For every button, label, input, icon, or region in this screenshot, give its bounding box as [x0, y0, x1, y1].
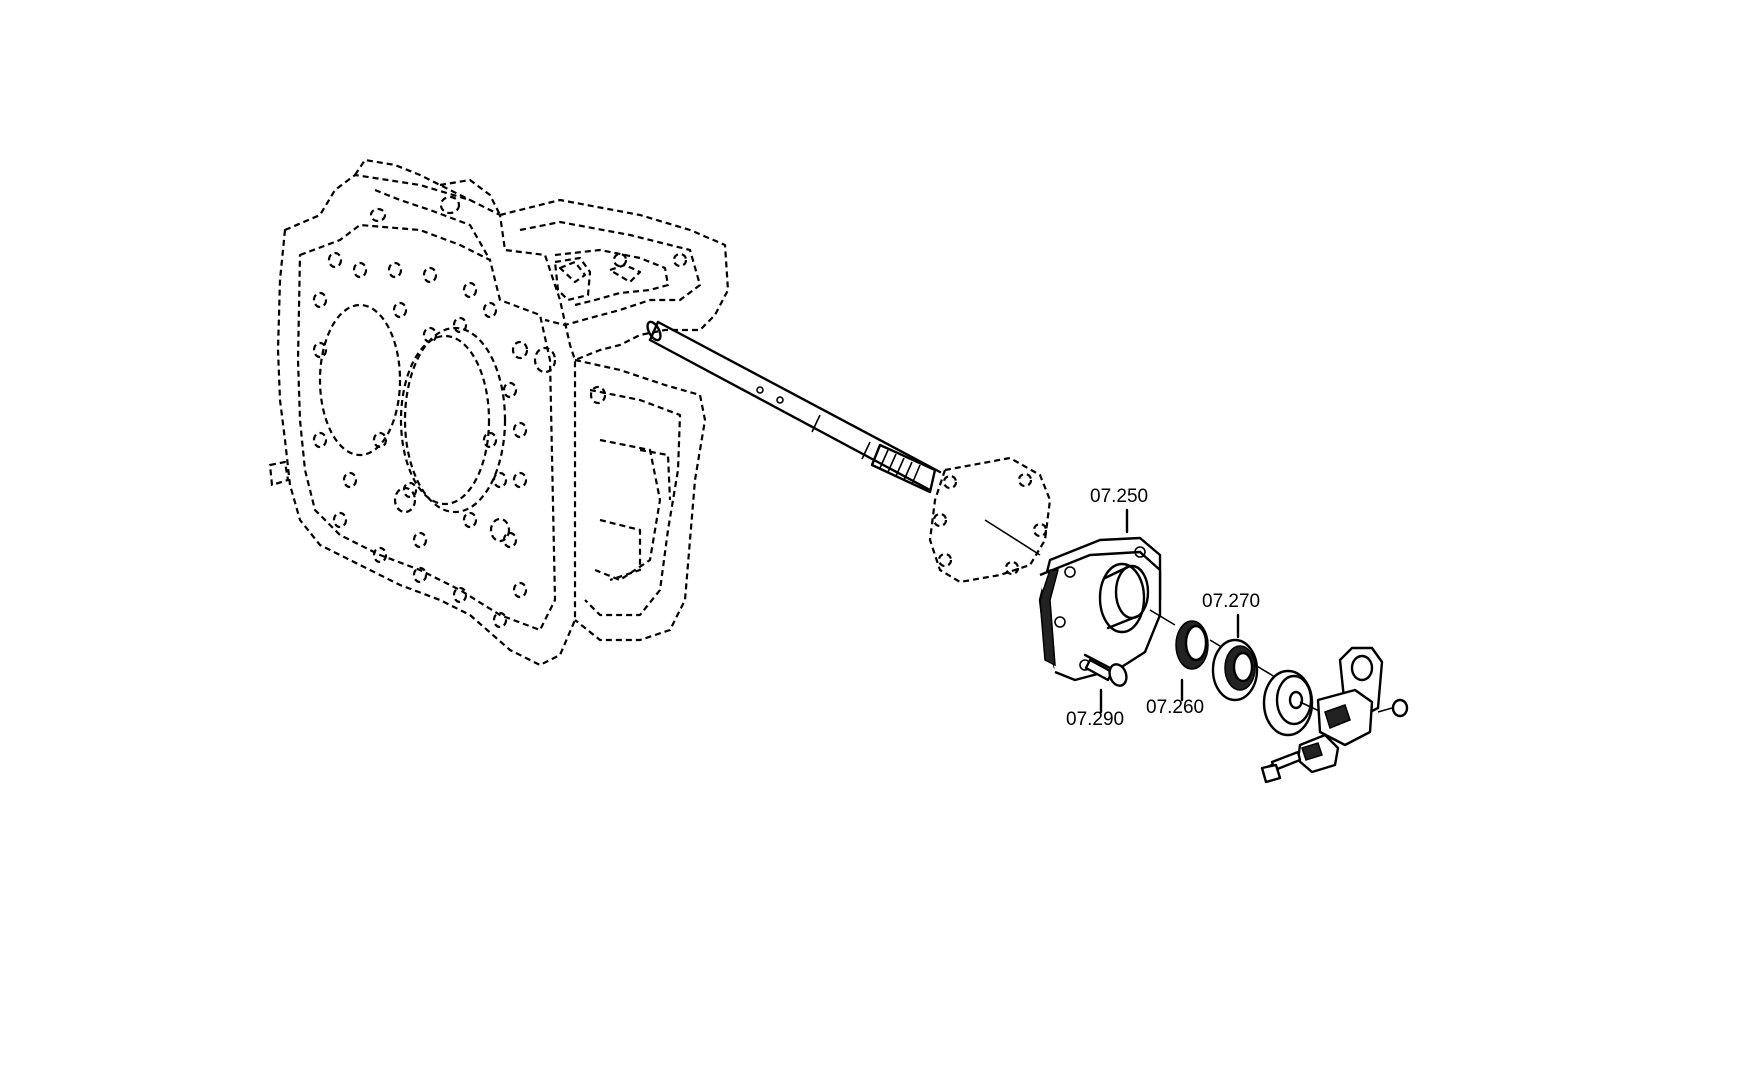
label-07-270: 07.270 [1202, 591, 1260, 639]
seal-ring [1175, 620, 1231, 670]
cover [1038, 536, 1176, 682]
transmission-housing [268, 158, 730, 667]
label-07-260: 07.260 [1146, 678, 1204, 718]
label-07-250: 07.250 [1090, 486, 1148, 534]
svg-text:07.290: 07.290 [1066, 709, 1124, 730]
bolt [1083, 653, 1128, 687]
svg-text:07.260: 07.260 [1146, 697, 1204, 718]
input-shaft [646, 320, 942, 494]
svg-text:07.250: 07.250 [1090, 486, 1148, 507]
bearing [1211, 638, 1276, 702]
gasket [928, 456, 1052, 584]
sensor-assembly [1260, 646, 1409, 784]
disc [1262, 669, 1331, 737]
label-07-290: 07.290 [1066, 688, 1124, 730]
svg-text:07.270: 07.270 [1202, 591, 1260, 612]
